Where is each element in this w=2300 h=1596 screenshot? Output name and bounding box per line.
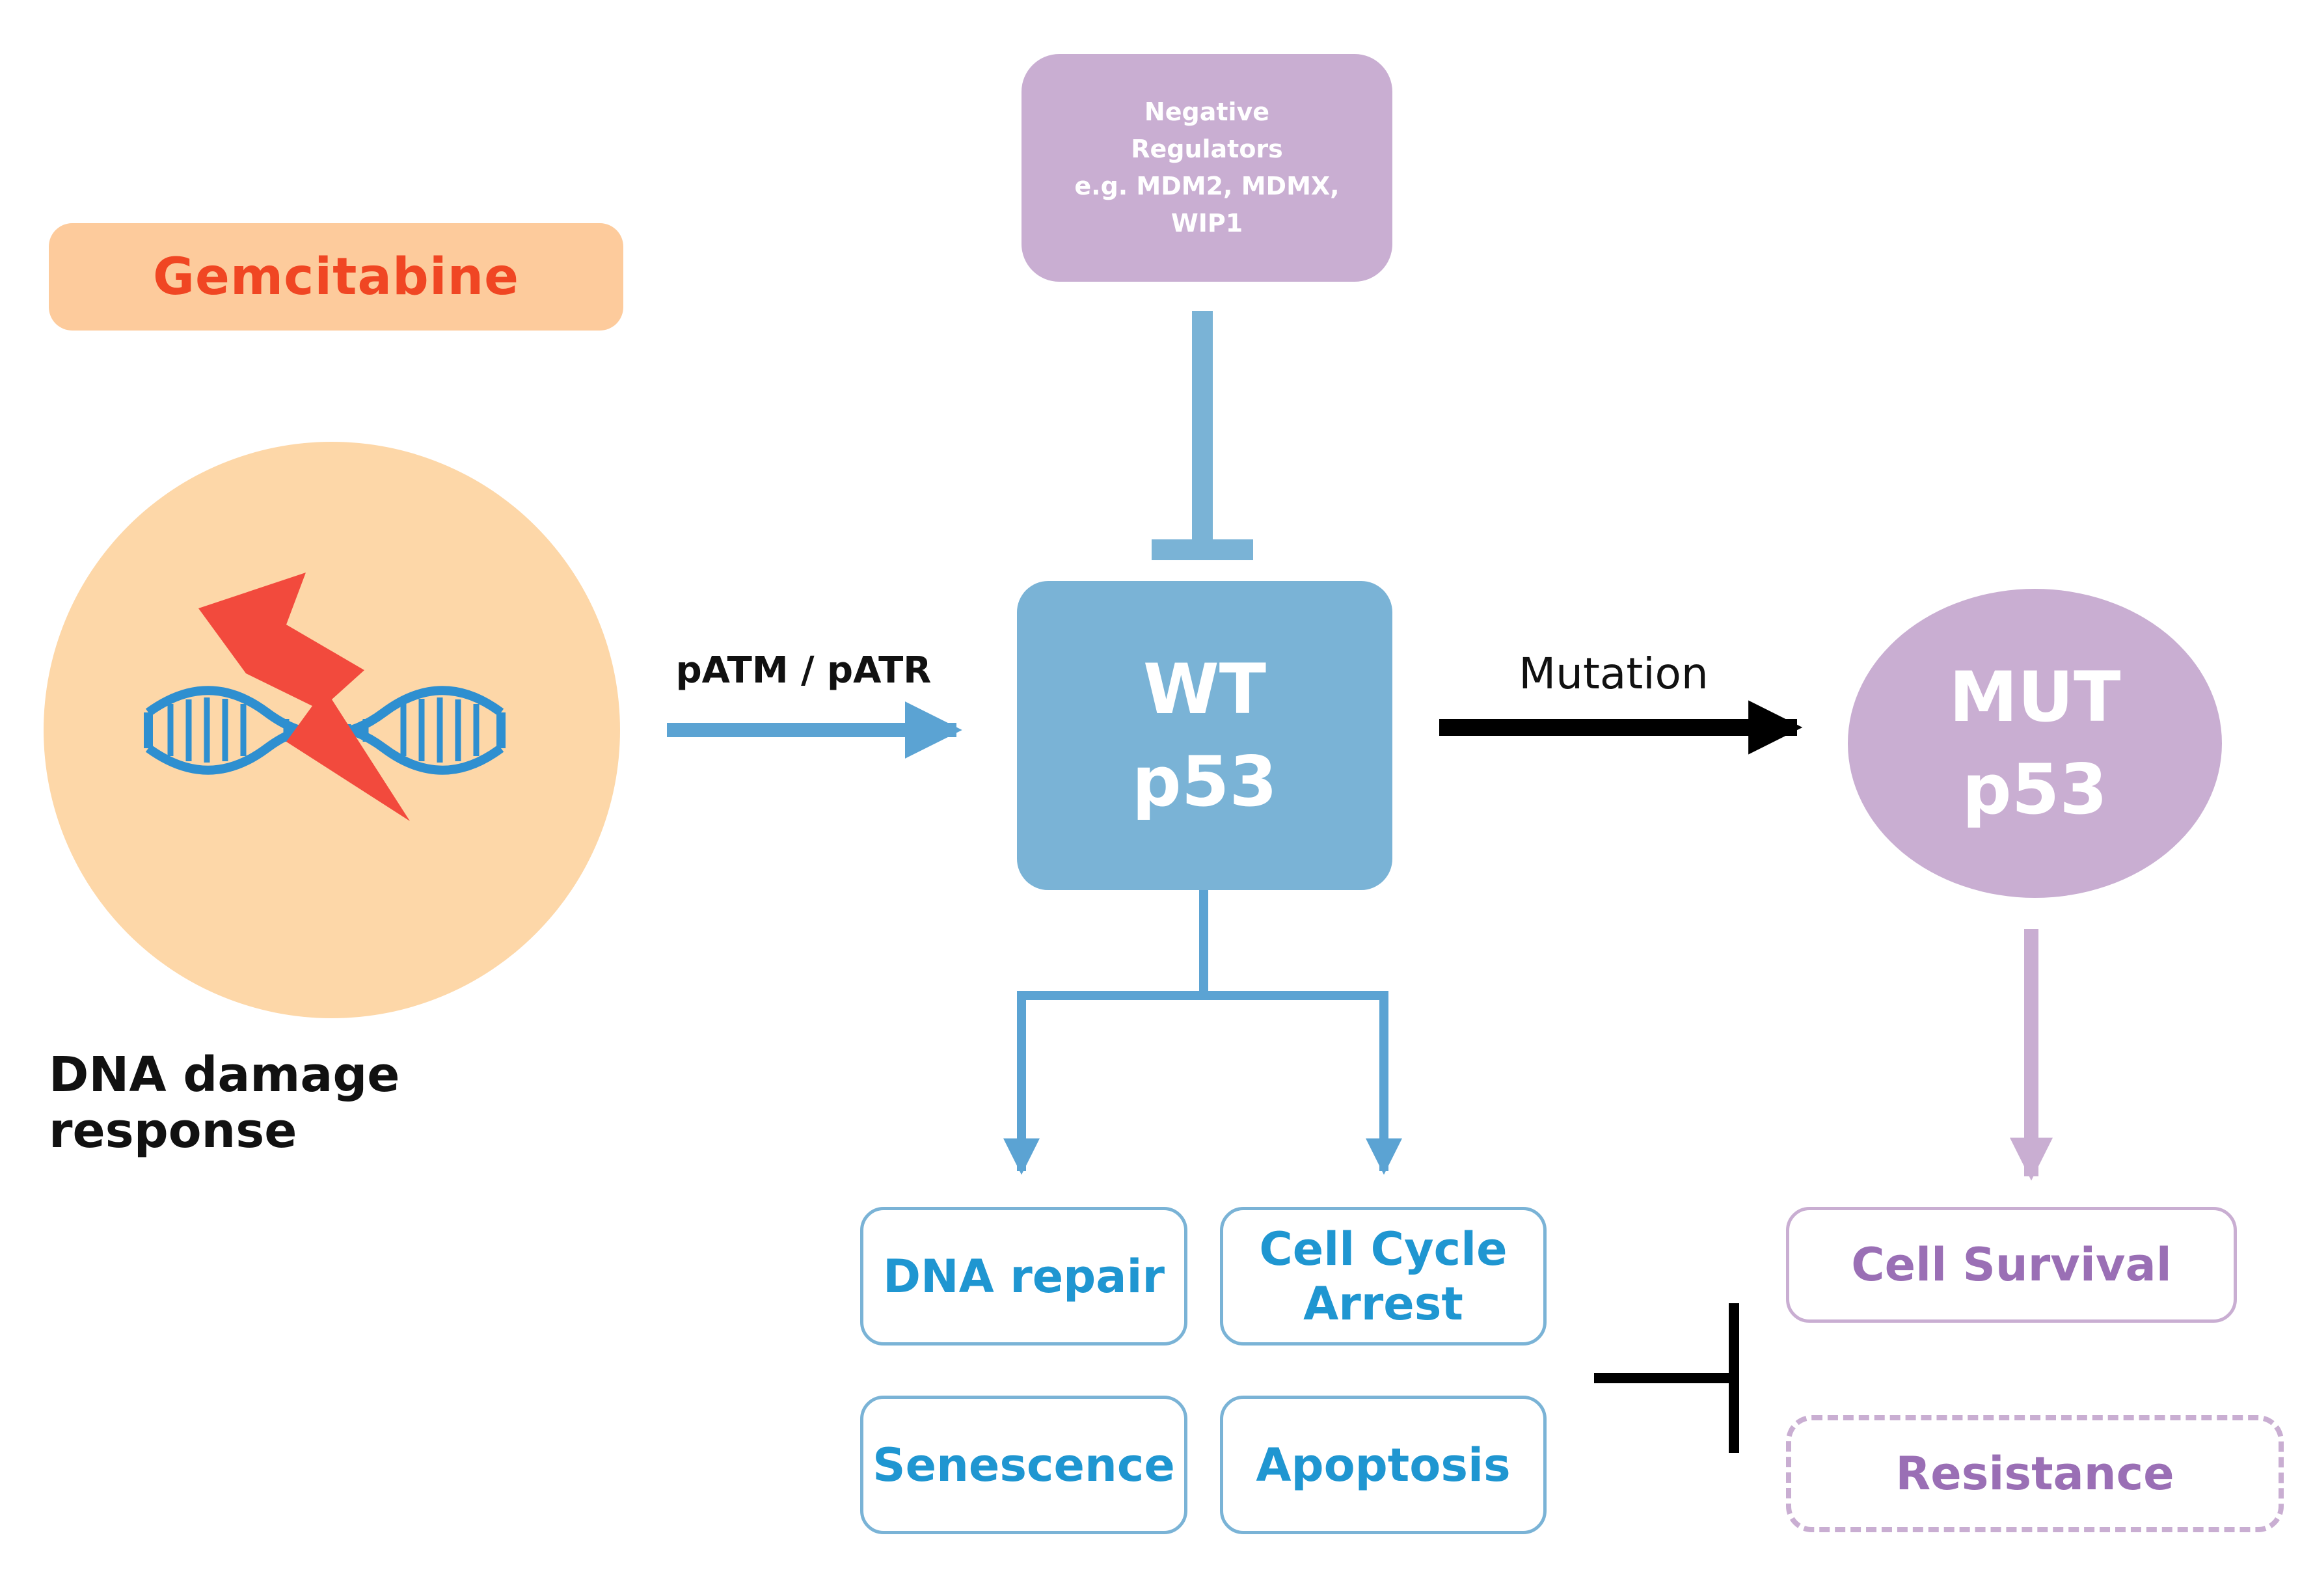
gemcitabine-label: Gemcitabine — [152, 247, 520, 306]
dna-damage-response-label: DNA damage response — [49, 1047, 400, 1159]
patm-patr-label-box: pATM / pATR — [651, 641, 956, 699]
dna-damage-icon — [144, 573, 506, 821]
outcome-cell-cycle-arrest: Cell Cycle Arrest — [1220, 1207, 1547, 1346]
wt-p53-line1: WT — [1143, 649, 1267, 729]
branch-wt-to-outcomes — [1003, 890, 1402, 1175]
inhibition-negreg-to-wt — [1152, 311, 1253, 560]
patm-patr-label: pATM / pATR — [675, 649, 932, 692]
outcome-cell-cycle-arrest-line1: Cell Cycle — [1259, 1222, 1508, 1276]
outcome-cell-survival: Cell Survival — [1786, 1207, 2237, 1323]
dna-damage-response-label-box: DNA damage response — [49, 1047, 634, 1159]
mutation-label-box: Mutation — [1451, 641, 1776, 706]
inhibition-wt-outcomes-to-mut-outcomes — [1594, 1303, 1739, 1453]
outcome-dna-repair: DNA repair — [860, 1207, 1187, 1346]
mut-p53-line2: p53 — [1962, 749, 2108, 830]
negative-regulators-line1: Negative — [1144, 98, 1270, 126]
negative-regulators-box: Negative Regulators e.g. MDM2, MDMX, WIP… — [1021, 54, 1392, 282]
mutation-label: Mutation — [1519, 648, 1709, 699]
outcome-cell-cycle-arrest-line2: Arrest — [1303, 1277, 1463, 1331]
negative-regulators-line2: Regulators — [1131, 135, 1283, 163]
gemcitabine-box: Gemcitabine — [49, 223, 623, 331]
outcome-resistance: Resistance — [1786, 1415, 2284, 1532]
wt-p53-box: WT p53 — [1017, 581, 1392, 890]
outcome-apoptosis: Apoptosis — [1220, 1396, 1547, 1534]
outcome-apoptosis-label: Apoptosis — [1256, 1438, 1511, 1492]
mut-p53-line1: MUT — [1949, 656, 2121, 737]
wt-p53-line2: p53 — [1131, 741, 1278, 822]
outcome-resistance-label: Resistance — [1895, 1447, 2174, 1500]
outcome-dna-repair-label: DNA repair — [882, 1249, 1165, 1303]
outcome-senescence: Senescence — [860, 1396, 1187, 1534]
outcome-cell-survival-label: Cell Survival — [1851, 1238, 2172, 1292]
negative-regulators-examples: e.g. MDM2, MDMX, WIP1 — [1074, 172, 1340, 237]
outcome-senescence-label: Senescence — [873, 1438, 1175, 1492]
mut-p53-circle: MUT p53 — [1848, 589, 2222, 898]
